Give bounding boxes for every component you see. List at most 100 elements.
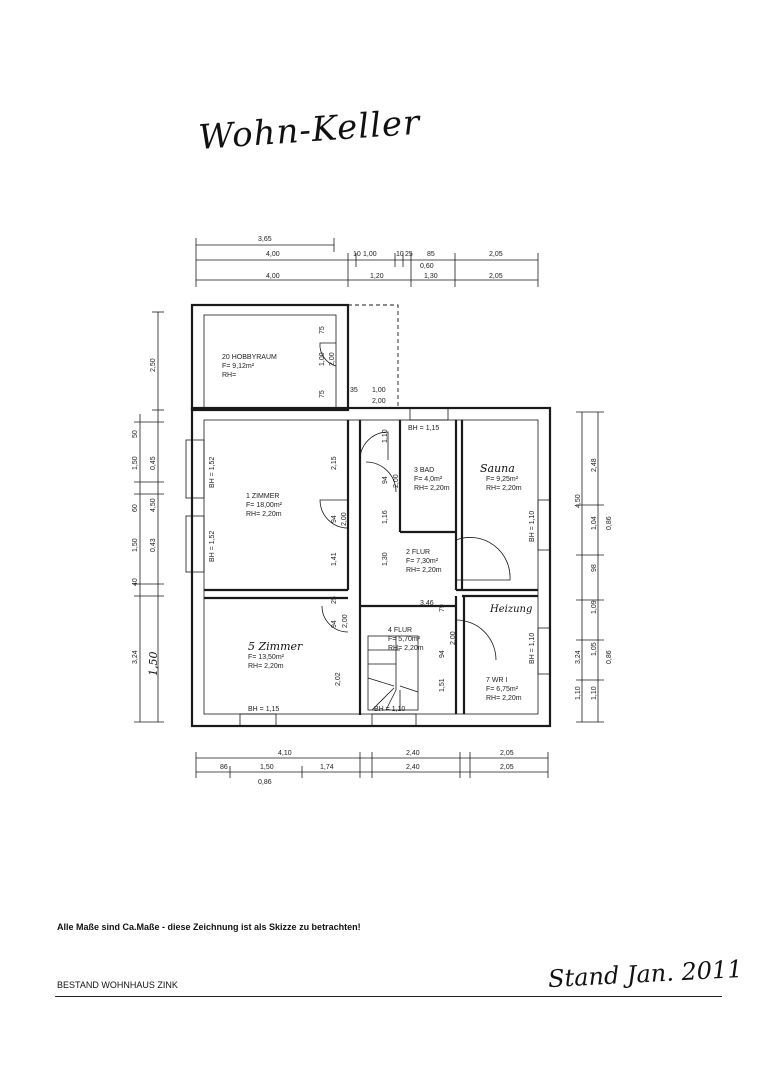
dim-label: 2,05: [489, 251, 503, 258]
window-label: BH = 1,52: [209, 457, 216, 488]
room-name: Heizung: [489, 604, 532, 615]
room-height: RH=: [222, 372, 236, 379]
dim-label: 2,50: [150, 358, 157, 372]
room-area: F= 7,30m²: [406, 558, 439, 565]
dim-label: 1,50: [147, 652, 160, 677]
dim-label: 0,43: [150, 538, 157, 552]
room-flur2: 2 FLUR F= 7,30m² RH= 2,20m: [406, 549, 442, 574]
room-height: RH= 2,20m: [414, 485, 450, 492]
dim-label: 2,05: [500, 764, 514, 771]
room-name: 5 Zimmer: [248, 640, 303, 653]
room-height: RH= 2,20m: [388, 645, 424, 652]
dim-label: 1,74: [320, 764, 334, 771]
dim-label: 1,51: [439, 678, 446, 692]
dim-label: 1,50: [132, 456, 139, 470]
dim-label: 1,41: [331, 552, 338, 566]
dim-label: 4,10: [278, 750, 292, 757]
room-name: 4 FLUR: [388, 627, 412, 634]
dim-label: 94: [331, 515, 338, 523]
dim-label: 2,02: [335, 672, 342, 686]
room-name: Sauna: [480, 462, 515, 475]
room-wr: 7 WR I F= 6,75m² RH= 2,20m: [486, 677, 522, 702]
disclaimer-note: Alle Maße sind Ca.Maße - diese Zeichnung…: [57, 922, 361, 932]
dim-label: 3,46: [420, 600, 434, 607]
dim-label: 4,00: [266, 273, 280, 280]
room-flur4: 4 FLUR F= 5,70m² RH= 2,20m: [388, 627, 424, 652]
window-label: BH = 1,10: [529, 511, 536, 542]
dim-label: 0,45: [150, 456, 157, 470]
room-height: RH= 2,20m: [406, 567, 442, 574]
dim-label: 2,05: [489, 273, 503, 280]
dim-label: 4,00: [266, 251, 280, 258]
room-name: 20 HOBBYRAUM: [222, 354, 277, 361]
dim-label: 1,09: [591, 600, 598, 614]
room-sauna: Sauna F= 9,25m² RH= 2,20m: [480, 462, 522, 492]
room-area: F= 18,00m²: [246, 502, 283, 509]
dim-label: 3,65: [258, 236, 272, 243]
room-zimmer1: 1 ZIMMER F= 18,00m² RH= 2,20m: [246, 493, 283, 518]
dim-label: 1,30: [424, 273, 438, 280]
room-name: 7 WR I: [486, 677, 507, 684]
dim-label: 35: [350, 387, 358, 394]
window-label: BH = 1,15: [248, 706, 279, 713]
room-area: F= 9,12m²: [222, 363, 255, 370]
dim-label: 4,50: [150, 498, 157, 512]
dim-label: 10: [353, 251, 361, 258]
dim-label: 1,00: [372, 387, 386, 394]
room-heizung: Heizung: [489, 604, 532, 615]
room-area: F= 6,75m²: [486, 686, 519, 693]
room-height: RH= 2,20m: [248, 663, 284, 670]
dim-label: 1,50: [132, 538, 139, 552]
dim-label: 1,04: [591, 516, 598, 530]
project-name: BESTAND WOHNHAUS ZINK: [57, 980, 178, 990]
dim-label: 75: [319, 326, 326, 334]
dim-label: 2,40: [406, 750, 420, 757]
dim-label: 0,86: [606, 516, 613, 530]
dim-label: 25: [405, 251, 413, 258]
dimension-interior: 75 1,00 2,00 75 35 1,00 2,00 2,15 94 2,0…: [319, 326, 457, 692]
room-area: F= 9,25m²: [486, 476, 519, 483]
dim-label: 1,00: [319, 352, 326, 366]
dim-label: 86: [220, 764, 228, 771]
dim-label: 85: [427, 251, 435, 258]
room-zimmer5: 5 Zimmer F= 13,50m² RH= 2,20m: [248, 640, 303, 670]
window-label: BH = 1,10: [374, 706, 405, 713]
dim-label: 3,24: [575, 650, 582, 664]
dim-label: 50: [132, 430, 139, 438]
room-area: F= 13,50m²: [248, 654, 285, 661]
dim-label: 2,00: [329, 352, 336, 366]
dim-label: 1,05: [591, 642, 598, 656]
dimension-right: 4,50 3,24 1,10 2,48 1,04 98 1,09 1,05 1,…: [575, 411, 613, 723]
window-label: BH = 1,15: [408, 425, 439, 432]
dim-label: 1,10: [591, 686, 598, 700]
room-height: RH= 2,20m: [486, 485, 522, 492]
dim-label: 0,86: [606, 650, 613, 664]
dim-label: 1,00: [363, 251, 377, 258]
dimension-bottom: 4,10 2,40 2,05 86 1,50 1,74 2,40 2,05 0,…: [195, 750, 549, 786]
dim-label: 1,10: [382, 429, 389, 443]
dim-label: 1,50: [260, 764, 274, 771]
dim-label: 2,40: [406, 764, 420, 771]
walls: [185, 303, 552, 728]
dim-label: 2,00: [450, 631, 457, 645]
dim-label: 94: [439, 650, 446, 658]
dim-label: 2,15: [331, 456, 338, 470]
footer-divider: [55, 996, 722, 997]
dim-label: 2,00: [372, 398, 386, 405]
dim-label: 0,60: [420, 263, 434, 270]
room-name: 2 FLUR: [406, 549, 430, 556]
dim-label: 75: [319, 390, 326, 398]
window-labels: BH = 1,52 BH = 1,52 BH = 1,15 BH = 1,10 …: [209, 425, 536, 713]
dimension-left: 2,50 50 1,50 60 1,50 40 3,24 0,45 4,50 0…: [132, 311, 164, 723]
dim-label: 2,00: [393, 474, 400, 488]
dim-label: 4,50: [575, 494, 582, 508]
dim-label: 94: [331, 620, 338, 628]
dim-label: 0,86: [258, 779, 272, 786]
dim-label: 2,48: [591, 458, 598, 472]
dim-label: 2,00: [342, 614, 349, 628]
room-bad: 3 BAD F= 4,0m² RH= 2,20m: [414, 467, 450, 492]
dim-label: 3,24: [132, 650, 139, 664]
stairs: [367, 635, 419, 711]
dim-label: 2,00: [341, 512, 348, 526]
